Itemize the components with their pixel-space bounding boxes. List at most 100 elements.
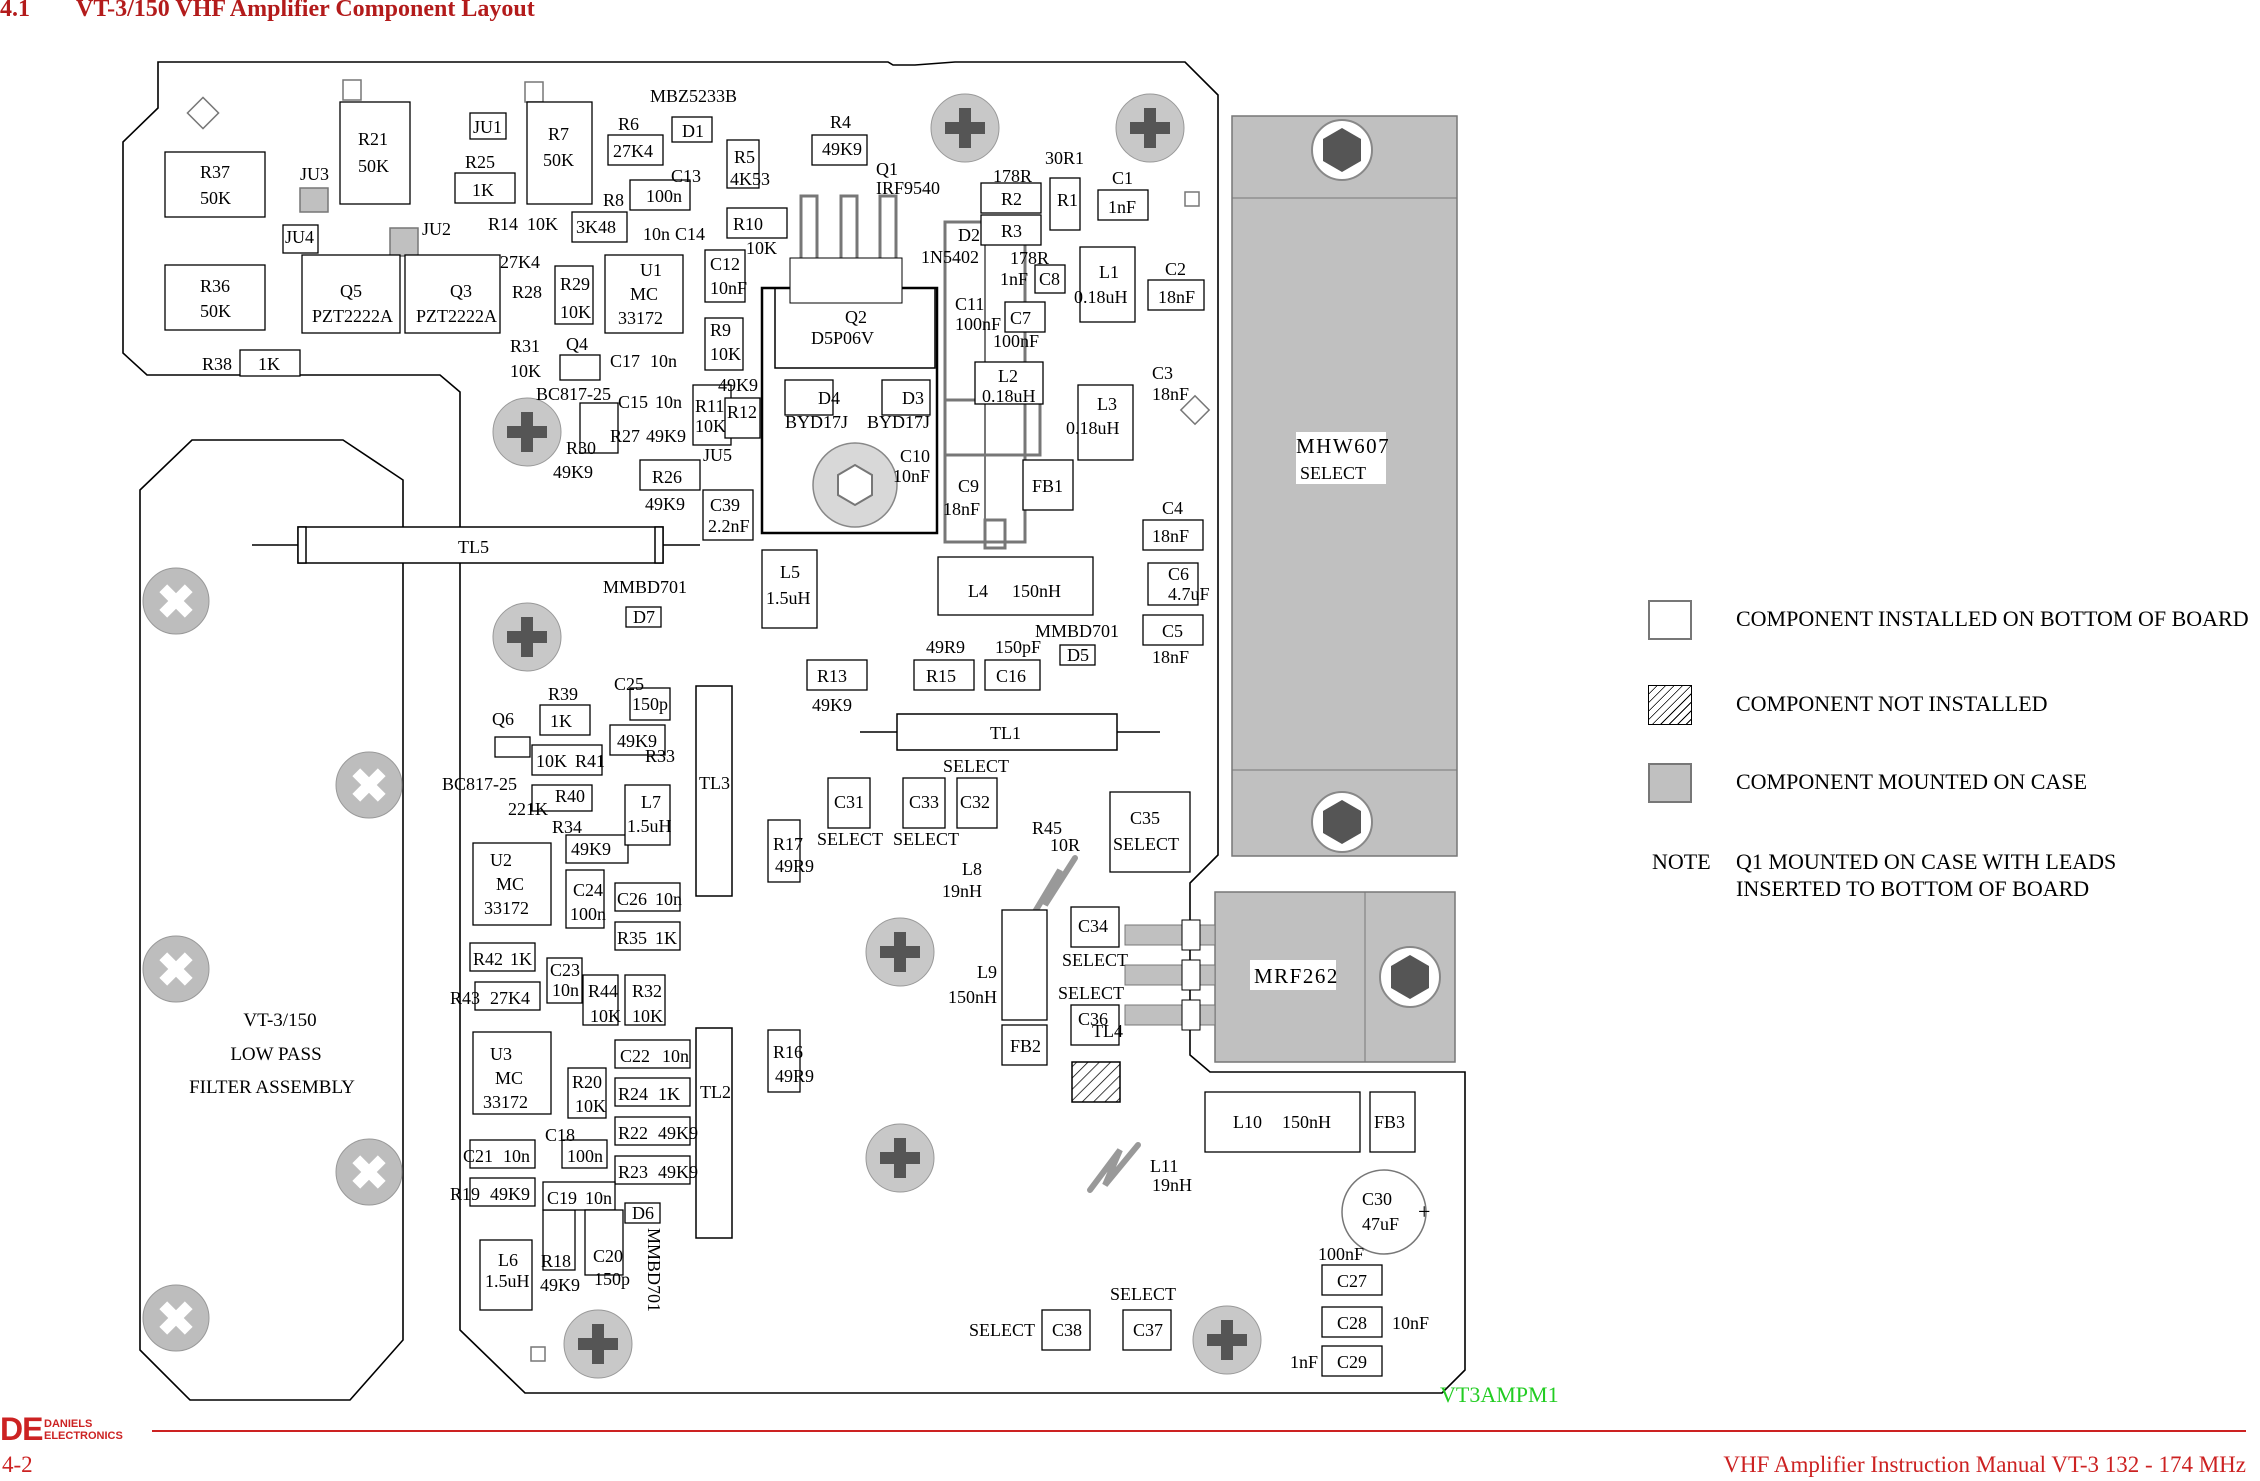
ju4-body <box>282 224 319 254</box>
l9-value-label: 150nH <box>948 987 997 1007</box>
c1-body <box>1097 189 1149 221</box>
r22-body <box>614 1116 691 1146</box>
r24-body <box>614 1077 691 1107</box>
c16-value-label: 150pF <box>995 637 1041 657</box>
r42-ref-label: R42 <box>473 949 503 969</box>
legend-swatch-outline <box>1648 600 1692 640</box>
u2-body <box>472 842 552 926</box>
r15-body <box>913 659 975 691</box>
r30-body <box>579 402 619 454</box>
c19-body <box>542 1181 616 1211</box>
r44-ref-label: R44 <box>588 981 618 1001</box>
c14-ref-label: C14 <box>675 224 705 244</box>
c28-value-label: 10nF <box>1392 1313 1429 1333</box>
c18-ref-label: C18 <box>545 1125 575 1145</box>
r6-value-label: 27K4 <box>613 141 653 161</box>
q5-value-label: PZT2222A <box>312 306 393 326</box>
c27-ref-label: C27 <box>1337 1271 1367 1291</box>
c24-ref-label: C24 <box>573 880 603 900</box>
r29-value-label: 10K <box>560 302 591 322</box>
legend-text-not-installed: COMPONENT NOT INSTALLED <box>1736 691 2048 716</box>
c8-ref-label: C8 <box>1039 269 1060 289</box>
air-coils <box>1027 855 1141 1193</box>
c6-body <box>1147 562 1199 606</box>
r2-body <box>980 182 1042 214</box>
c4-body <box>1142 519 1204 551</box>
r35-ref-label: R35 <box>617 928 647 948</box>
r26-ref-label: R26 <box>652 467 682 487</box>
tl2-ref-label: TL2 <box>700 1082 731 1102</box>
c8-body <box>1034 264 1066 294</box>
u3-body <box>472 1031 552 1115</box>
c39-ref-label: C39 <box>710 495 740 515</box>
r29-ref-label: R29 <box>560 274 590 294</box>
c9-value-label: 18nF <box>943 499 980 519</box>
r5-ref-label: R5 <box>734 147 755 167</box>
r40-ref-label: R40 <box>555 786 585 806</box>
r36-ref-label: R36 <box>200 276 230 296</box>
c25-value-label: 150p <box>632 694 668 714</box>
c5-value-label: 18nF <box>1152 647 1189 667</box>
c7-ref-label: C7 <box>1010 308 1031 328</box>
c4-value-label: 18nF <box>1152 526 1189 546</box>
r39-ref-label: R39 <box>548 684 578 704</box>
l4-value-label: 150nH <box>1012 581 1061 601</box>
c9-ref-label: C9 <box>958 476 979 496</box>
c36-value-label: SELECT <box>1058 983 1124 1003</box>
c5-ref-label: C5 <box>1162 621 1183 641</box>
r44-value-label: 10K <box>590 1006 621 1026</box>
r6-ref-label: R6 <box>618 114 639 134</box>
r32-ref-label: R32 <box>632 981 662 1001</box>
c1-ref-label: C1 <box>1112 168 1133 188</box>
c24-body <box>565 869 605 929</box>
c30-ref-label: C30 <box>1362 1189 1392 1209</box>
logo-line2: ELECTRONICS <box>44 1430 123 1442</box>
r37-value-label: 50K <box>200 188 231 208</box>
c25-ref-label: C25 <box>614 674 644 694</box>
c32-ref-label: C32 <box>960 792 990 812</box>
c2-value-label: 18nF <box>1158 287 1195 307</box>
r12-body <box>724 397 761 439</box>
r2-value-label: 178R <box>993 166 1032 186</box>
r11-value-label: 10K <box>695 416 726 436</box>
q2-ref-label: Q2 <box>845 307 867 327</box>
c25-body <box>629 687 671 721</box>
c38-value-label: SELECT <box>969 1320 1035 1340</box>
r9-body <box>704 317 744 371</box>
c36-body <box>1070 1004 1120 1046</box>
q6-body <box>494 736 531 758</box>
c33-value-label: SELECT <box>893 829 959 849</box>
r43-body <box>474 981 541 1011</box>
r22-ref-label: R22 <box>618 1123 648 1143</box>
q6-ref-label: Q6 <box>492 709 514 729</box>
u3-ref-label: U3 <box>490 1044 512 1064</box>
company-logo: DE DANIELS ELECTRONICS <box>0 1411 123 1447</box>
r21-value-label: 50K <box>358 156 389 176</box>
r34-ref-label: R34 <box>552 817 582 837</box>
c39-body <box>702 489 754 541</box>
c3-ref-label: C3 <box>1152 363 1173 383</box>
drawing-id: VT3AMPM1 <box>1440 1382 1559 1407</box>
d3-body <box>881 379 931 416</box>
c11-value-label: 100nF <box>955 314 1001 334</box>
c23-body <box>546 957 583 1004</box>
r10-body <box>726 207 788 239</box>
r13-value-label: 49K9 <box>812 695 852 715</box>
r18-value-label: 49K9 <box>540 1275 580 1295</box>
r26-value-label: 49K9 <box>645 494 685 514</box>
r28-value-label: 27K4 <box>500 252 540 272</box>
d7-value-label: MMBD701 <box>603 577 687 597</box>
c7-body <box>1004 301 1046 333</box>
l6-value-label: 1.5uH <box>485 1271 530 1291</box>
r38-value-label: 1K <box>258 354 280 374</box>
c16-body <box>984 659 1041 691</box>
c20-value-label: 150p <box>594 1269 630 1289</box>
c37-value-label: SELECT <box>1110 1284 1176 1304</box>
legend-swatch-hatched <box>1648 685 1692 725</box>
r36-body <box>164 264 266 331</box>
c20-body <box>584 1209 624 1276</box>
q6-value-label: BC817-25 <box>442 774 517 794</box>
logo-mark: DE <box>0 1411 43 1447</box>
r31-value-label: 10K <box>510 361 541 381</box>
